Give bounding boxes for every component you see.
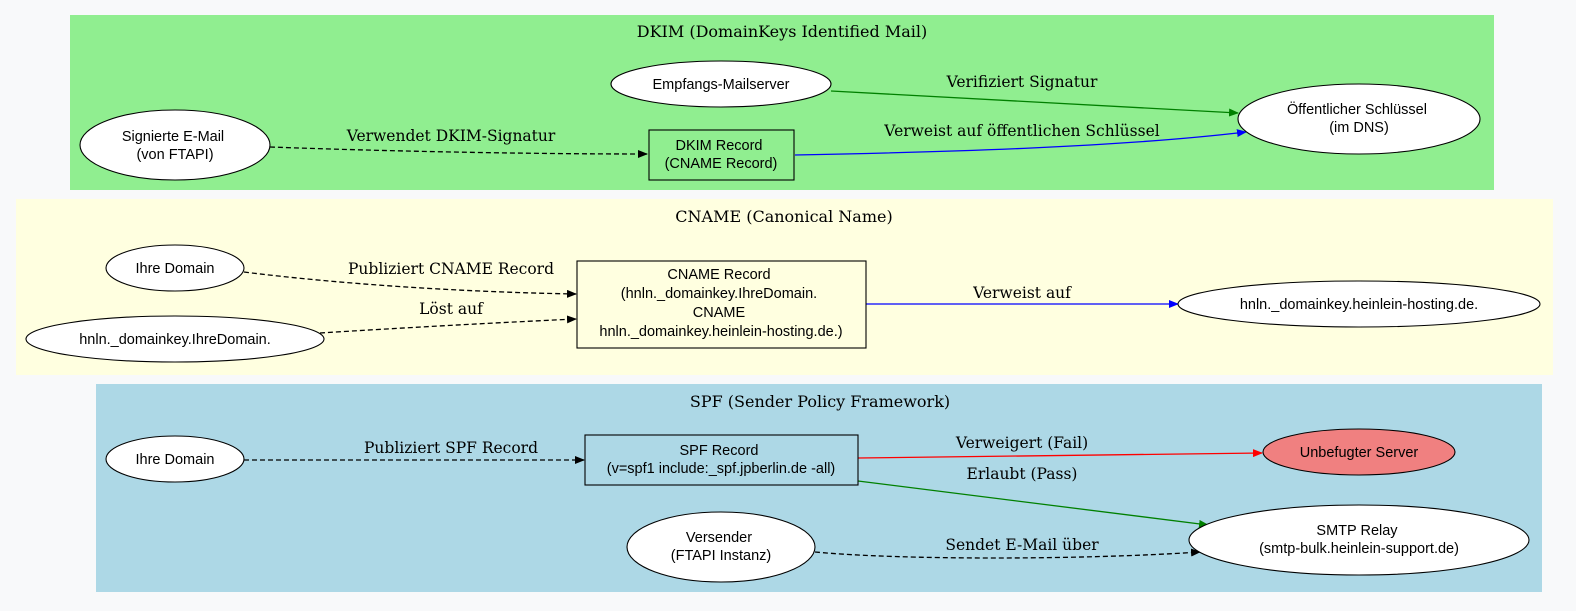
node-unbefugter-server-line-1: Unbefugter Server [1300, 445, 1419, 461]
node-ihre-domain-cname-label: Ihre Domain [136, 261, 215, 277]
node-hnln-heinlein-hosting-label: hnln._domainkey.heinlein-hosting.de. [1240, 297, 1478, 313]
edge-verweigert-fail: Verweigert (Fail) [857, 434, 1263, 459]
node-versender-line-1: Versender [686, 530, 752, 546]
node-cname-record-line-2: (hnln._domainkey.IhreDomain. [621, 286, 817, 302]
node-cname-record-label: CNAME Record (hnln._domainkey.IhreDomain… [599, 267, 842, 340]
node-hnln-heinlein-hosting-line-1: hnln._domainkey.heinlein-hosting.de. [1240, 297, 1478, 313]
edge-sendet-email-ueber: Sendet E-Mail über [814, 536, 1201, 559]
node-versender-shape [626, 511, 816, 583]
edge-verweist-auf: Verweist auf [866, 284, 1179, 308]
cluster-dkim-title: DKIM (DomainKeys Identified Mail) [637, 22, 927, 41]
edge-sendet-email-ueber-label: Sendet E-Mail über [945, 536, 1099, 554]
edge-publiziert-cname-record-label: Publiziert CNAME Record [348, 260, 554, 278]
node-signierte-email[interactable]: Signierte E-Mail (von FTAPI) [79, 109, 271, 181]
node-cname-record[interactable]: CNAME Record (hnln._domainkey.IhreDomain… [576, 260, 867, 349]
edge-verweigert-fail-label: Verweigert (Fail) [955, 434, 1088, 452]
edge-verwendet-dkim-signatur-label: Verwendet DKIM-Signatur [346, 127, 556, 145]
edge-publiziert-spf-record-label: Publiziert SPF Record [364, 439, 538, 457]
node-dkim-record-label: DKIM Record (CNAME Record) [665, 138, 778, 172]
node-empfangs-mailserver-line-1: Empfangs-Mailserver [653, 77, 790, 93]
node-unbefugter-server-shape [1262, 428, 1456, 476]
edge-loest-auf-label: Löst auf [419, 300, 484, 318]
node-oeffentlicher-schluessel-line-1: Öffentlicher Schlüssel [1287, 100, 1427, 118]
node-hnln-heinlein-hosting[interactable]: hnln._domainkey.heinlein-hosting.de. [1177, 280, 1541, 328]
node-dkim-record[interactable]: DKIM Record (CNAME Record) [648, 129, 795, 181]
cluster-cname-title: CNAME (Canonical Name) [675, 207, 892, 226]
edge-erlaubt-pass-line [857, 480, 1209, 528]
edge-verweigert-fail-line [857, 449, 1263, 459]
node-versender-line-2: (FTAPI Instanz) [671, 548, 771, 564]
node-versender[interactable]: Versender (FTAPI Instanz) [626, 511, 816, 583]
node-hnln-heinlein-hosting-shape [1177, 280, 1541, 328]
node-ihre-domain-spf-shape [105, 435, 245, 483]
node-smtp-relay-line-2: (smtp-bulk.heinlein-support.de) [1259, 541, 1459, 557]
node-spf-record-line-2: (v=spf1 include:_spf.jpberlin.de -all) [607, 461, 836, 477]
cluster-spf-title: SPF (Sender Policy Framework) [690, 392, 950, 411]
edge-loest-auf: Löst auf [319, 300, 577, 334]
node-cname-record-line-4: hnln._domainkey.heinlein-hosting.de.) [599, 324, 842, 340]
node-ihre-domain-cname[interactable]: Ihre Domain [105, 244, 245, 292]
node-smtp-relay[interactable]: SMTP Relay (smtp-bulk.heinlein-support.d… [1188, 504, 1530, 576]
node-hnln-ihre-domain-shape [25, 315, 325, 363]
edge-sendet-email-ueber-line [814, 548, 1201, 559]
node-cname-record-line-3: CNAME [693, 305, 746, 321]
edge-erlaubt-pass: Erlaubt (Pass) [857, 465, 1209, 528]
node-signierte-email-shape [79, 109, 271, 181]
node-spf-record-line-1: SPF Record [679, 443, 758, 459]
node-spf-record-label: SPF Record (v=spf1 include:_spf.jpberlin… [607, 443, 836, 477]
edge-verweist-auf-label: Verweist auf [972, 284, 1072, 302]
node-dkim-record-line-1: DKIM Record [675, 138, 762, 154]
node-empfangs-mailserver-label: Empfangs-Mailserver [653, 77, 790, 93]
node-ihre-domain-cname-shape [105, 244, 245, 292]
node-signierte-email-label: Signierte E-Mail (von FTAPI) [122, 129, 228, 163]
edge-verweist-oeffentlicher-schluessel-line [794, 129, 1247, 156]
node-empfangs-mailserver[interactable]: Empfangs-Mailserver [610, 60, 832, 108]
node-oeffentlicher-schluessel-shape [1237, 83, 1481, 155]
node-versender-label: Versender (FTAPI Instanz) [671, 530, 771, 564]
node-oeffentlicher-schluessel[interactable]: Öffentlicher Schlüssel (im DNS) [1237, 83, 1481, 155]
edge-verwendet-dkim-signatur: Verwendet DKIM-Signatur [269, 127, 648, 158]
node-hnln-ihre-domain[interactable]: hnln._domainkey.IhreDomain. [25, 315, 325, 363]
edge-verifiziert-signatur-label: Verifiziert Signatur [946, 73, 1098, 91]
node-hnln-ihre-domain-label: hnln._domainkey.IhreDomain. [79, 332, 271, 348]
node-oeffentlicher-schluessel-line-2: (im DNS) [1329, 120, 1389, 136]
node-dkim-record-shape [648, 129, 795, 181]
node-smtp-relay-label: SMTP Relay (smtp-bulk.heinlein-support.d… [1259, 523, 1459, 557]
edge-publiziert-spf-record: Publiziert SPF Record [244, 439, 585, 464]
edge-verifiziert-signatur: Verifiziert Signatur [830, 73, 1239, 117]
node-signierte-email-line-2: (von FTAPI) [136, 147, 213, 163]
node-spf-record[interactable]: SPF Record (v=spf1 include:_spf.jpberlin… [584, 434, 859, 486]
node-empfangs-mailserver-shape [610, 60, 832, 108]
node-ihre-domain-spf[interactable]: Ihre Domain [105, 435, 245, 483]
node-ihre-domain-cname-line-1: Ihre Domain [136, 261, 215, 277]
node-oeffentlicher-schluessel-label: Öffentlicher Schlüssel (im DNS) [1287, 100, 1431, 136]
node-signierte-email-line-1: Signierte E-Mail [122, 129, 224, 145]
edge-publiziert-cname-record: Publiziert CNAME Record [243, 260, 577, 298]
node-ihre-domain-spf-line-1: Ihre Domain [136, 452, 215, 468]
edge-verweist-oeffentlicher-schluessel-label: Verweist auf öffentlichen Schlüssel [883, 122, 1159, 140]
node-unbefugter-server-label: Unbefugter Server [1300, 445, 1419, 461]
node-spf-record-shape [584, 434, 859, 486]
node-smtp-relay-line-1: SMTP Relay [1316, 523, 1398, 539]
edge-verifiziert-signatur-line [830, 90, 1239, 117]
node-cname-record-line-1: CNAME Record [667, 267, 770, 283]
node-unbefugter-server[interactable]: Unbefugter Server [1262, 428, 1456, 476]
edge-verweist-oeffentlicher-schluessel: Verweist auf öffentlichen Schlüssel [794, 122, 1247, 156]
node-dkim-record-line-2: (CNAME Record) [665, 156, 778, 172]
node-ihre-domain-spf-label: Ihre Domain [136, 452, 215, 468]
node-hnln-ihre-domain-line-1: hnln._domainkey.IhreDomain. [79, 332, 271, 348]
node-smtp-relay-shape [1188, 504, 1530, 576]
node-cname-record-shape [576, 260, 867, 349]
edge-erlaubt-pass-label: Erlaubt (Pass) [967, 465, 1078, 483]
